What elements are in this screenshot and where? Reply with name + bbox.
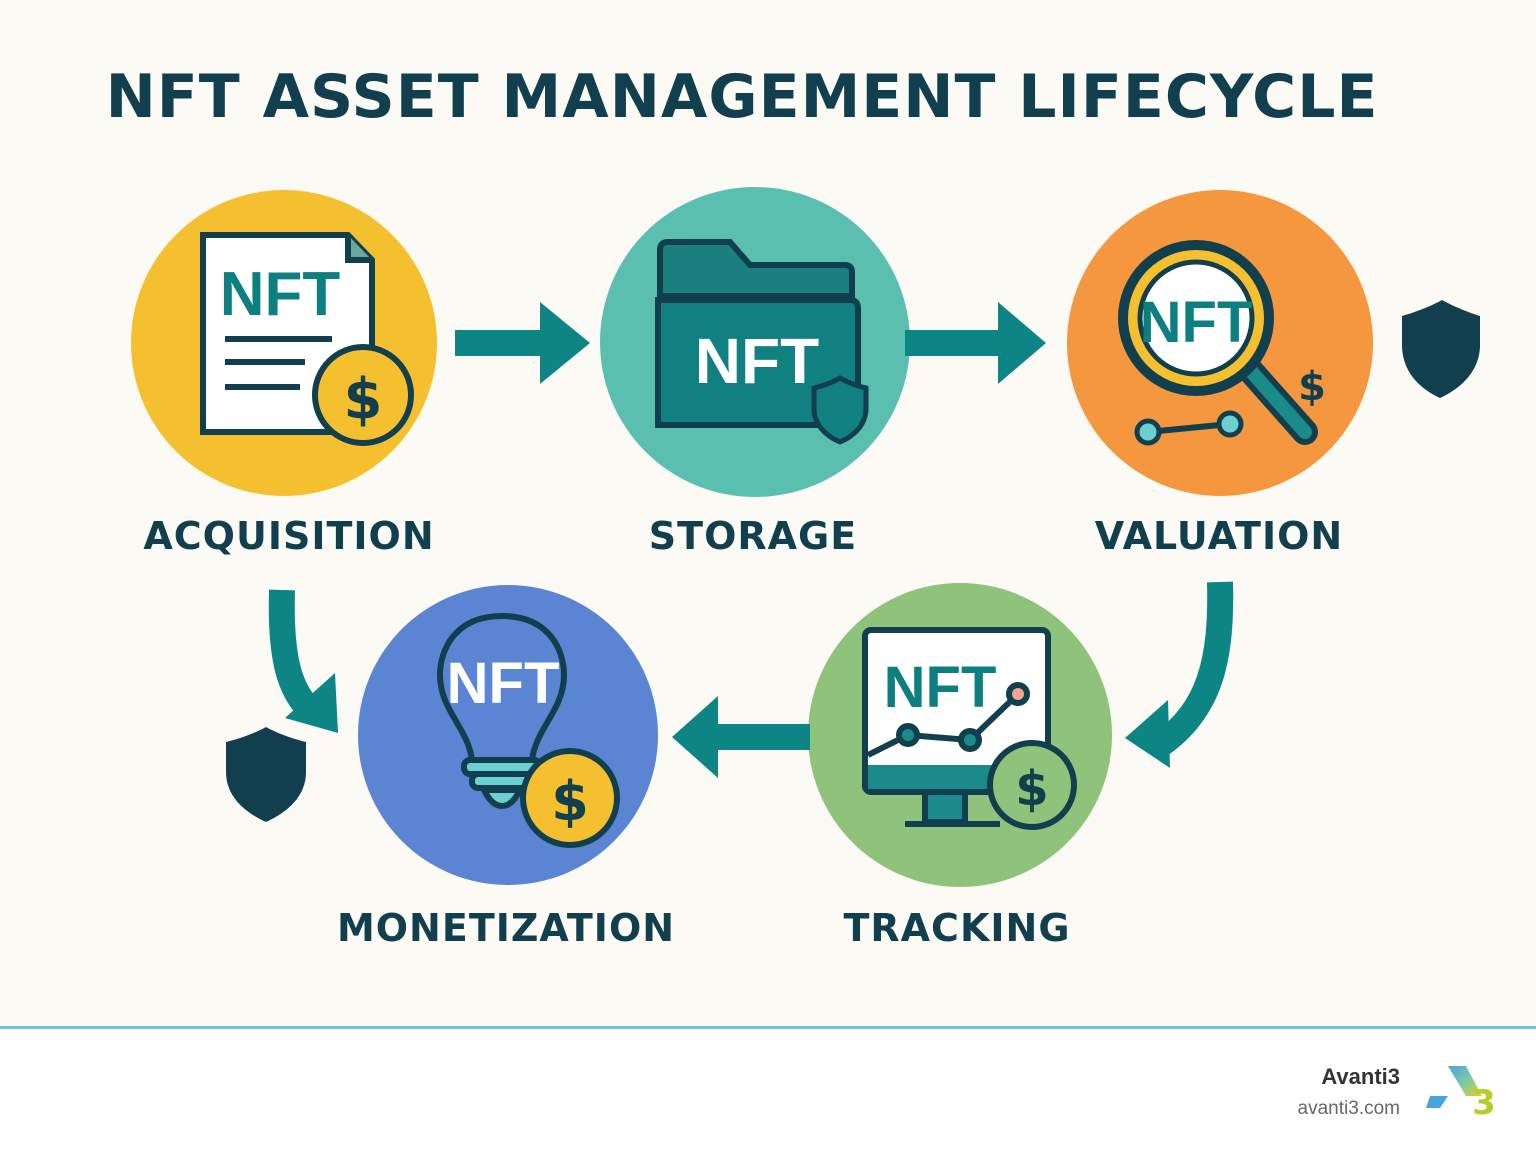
- nft-text: NFT: [695, 325, 819, 397]
- svg-text:$: $: [1015, 761, 1048, 817]
- magnifier-icon: [1118, 240, 1318, 446]
- brand-url[interactable]: avanti3.com: [1297, 1098, 1400, 1119]
- stage-label-monetization: MONETIZATION: [336, 906, 676, 950]
- arrow-right-icon: [455, 302, 590, 384]
- folder-icon: [655, 239, 861, 428]
- shield-icon: [811, 375, 869, 445]
- shield-icon: [1402, 300, 1480, 398]
- svg-text:$: $: [1298, 364, 1326, 410]
- shield-icon: [226, 727, 306, 822]
- stage-label-storage: STORAGE: [648, 514, 858, 558]
- arrow-curved-down-icon: [1125, 581, 1234, 768]
- nft-text: NFT: [884, 655, 997, 720]
- page-title: NFT ASSET MANAGEMENT LIFECYCLE: [105, 62, 1379, 132]
- nft-text: NFT: [220, 260, 341, 329]
- coin-icon: [520, 748, 620, 848]
- svg-text:$: $: [344, 367, 383, 432]
- lightbulb-icon: [436, 612, 568, 810]
- arrow-right-icon: [905, 302, 1046, 384]
- svg-text:3: 3: [1472, 1083, 1496, 1118]
- stage-label-valuation: VALUATION: [1094, 514, 1344, 558]
- nft-text: NFT: [447, 651, 560, 716]
- footer: [0, 1026, 1536, 1157]
- avanti3-logo-icon: 3: [1426, 1066, 1496, 1118]
- svg-text:$: $: [551, 770, 589, 833]
- coin-icon: [312, 344, 414, 446]
- nft-text: NFT: [1140, 290, 1253, 355]
- coin-icon: [987, 740, 1077, 830]
- stage-label-tracking: TRACKING: [843, 906, 1071, 950]
- stage-label-acquisition: ACQUISITION: [143, 514, 435, 558]
- arrow-curved-down-icon: [268, 589, 338, 733]
- arrow-left-icon: [672, 696, 810, 778]
- brand-name: Avanti3: [1321, 1064, 1400, 1089]
